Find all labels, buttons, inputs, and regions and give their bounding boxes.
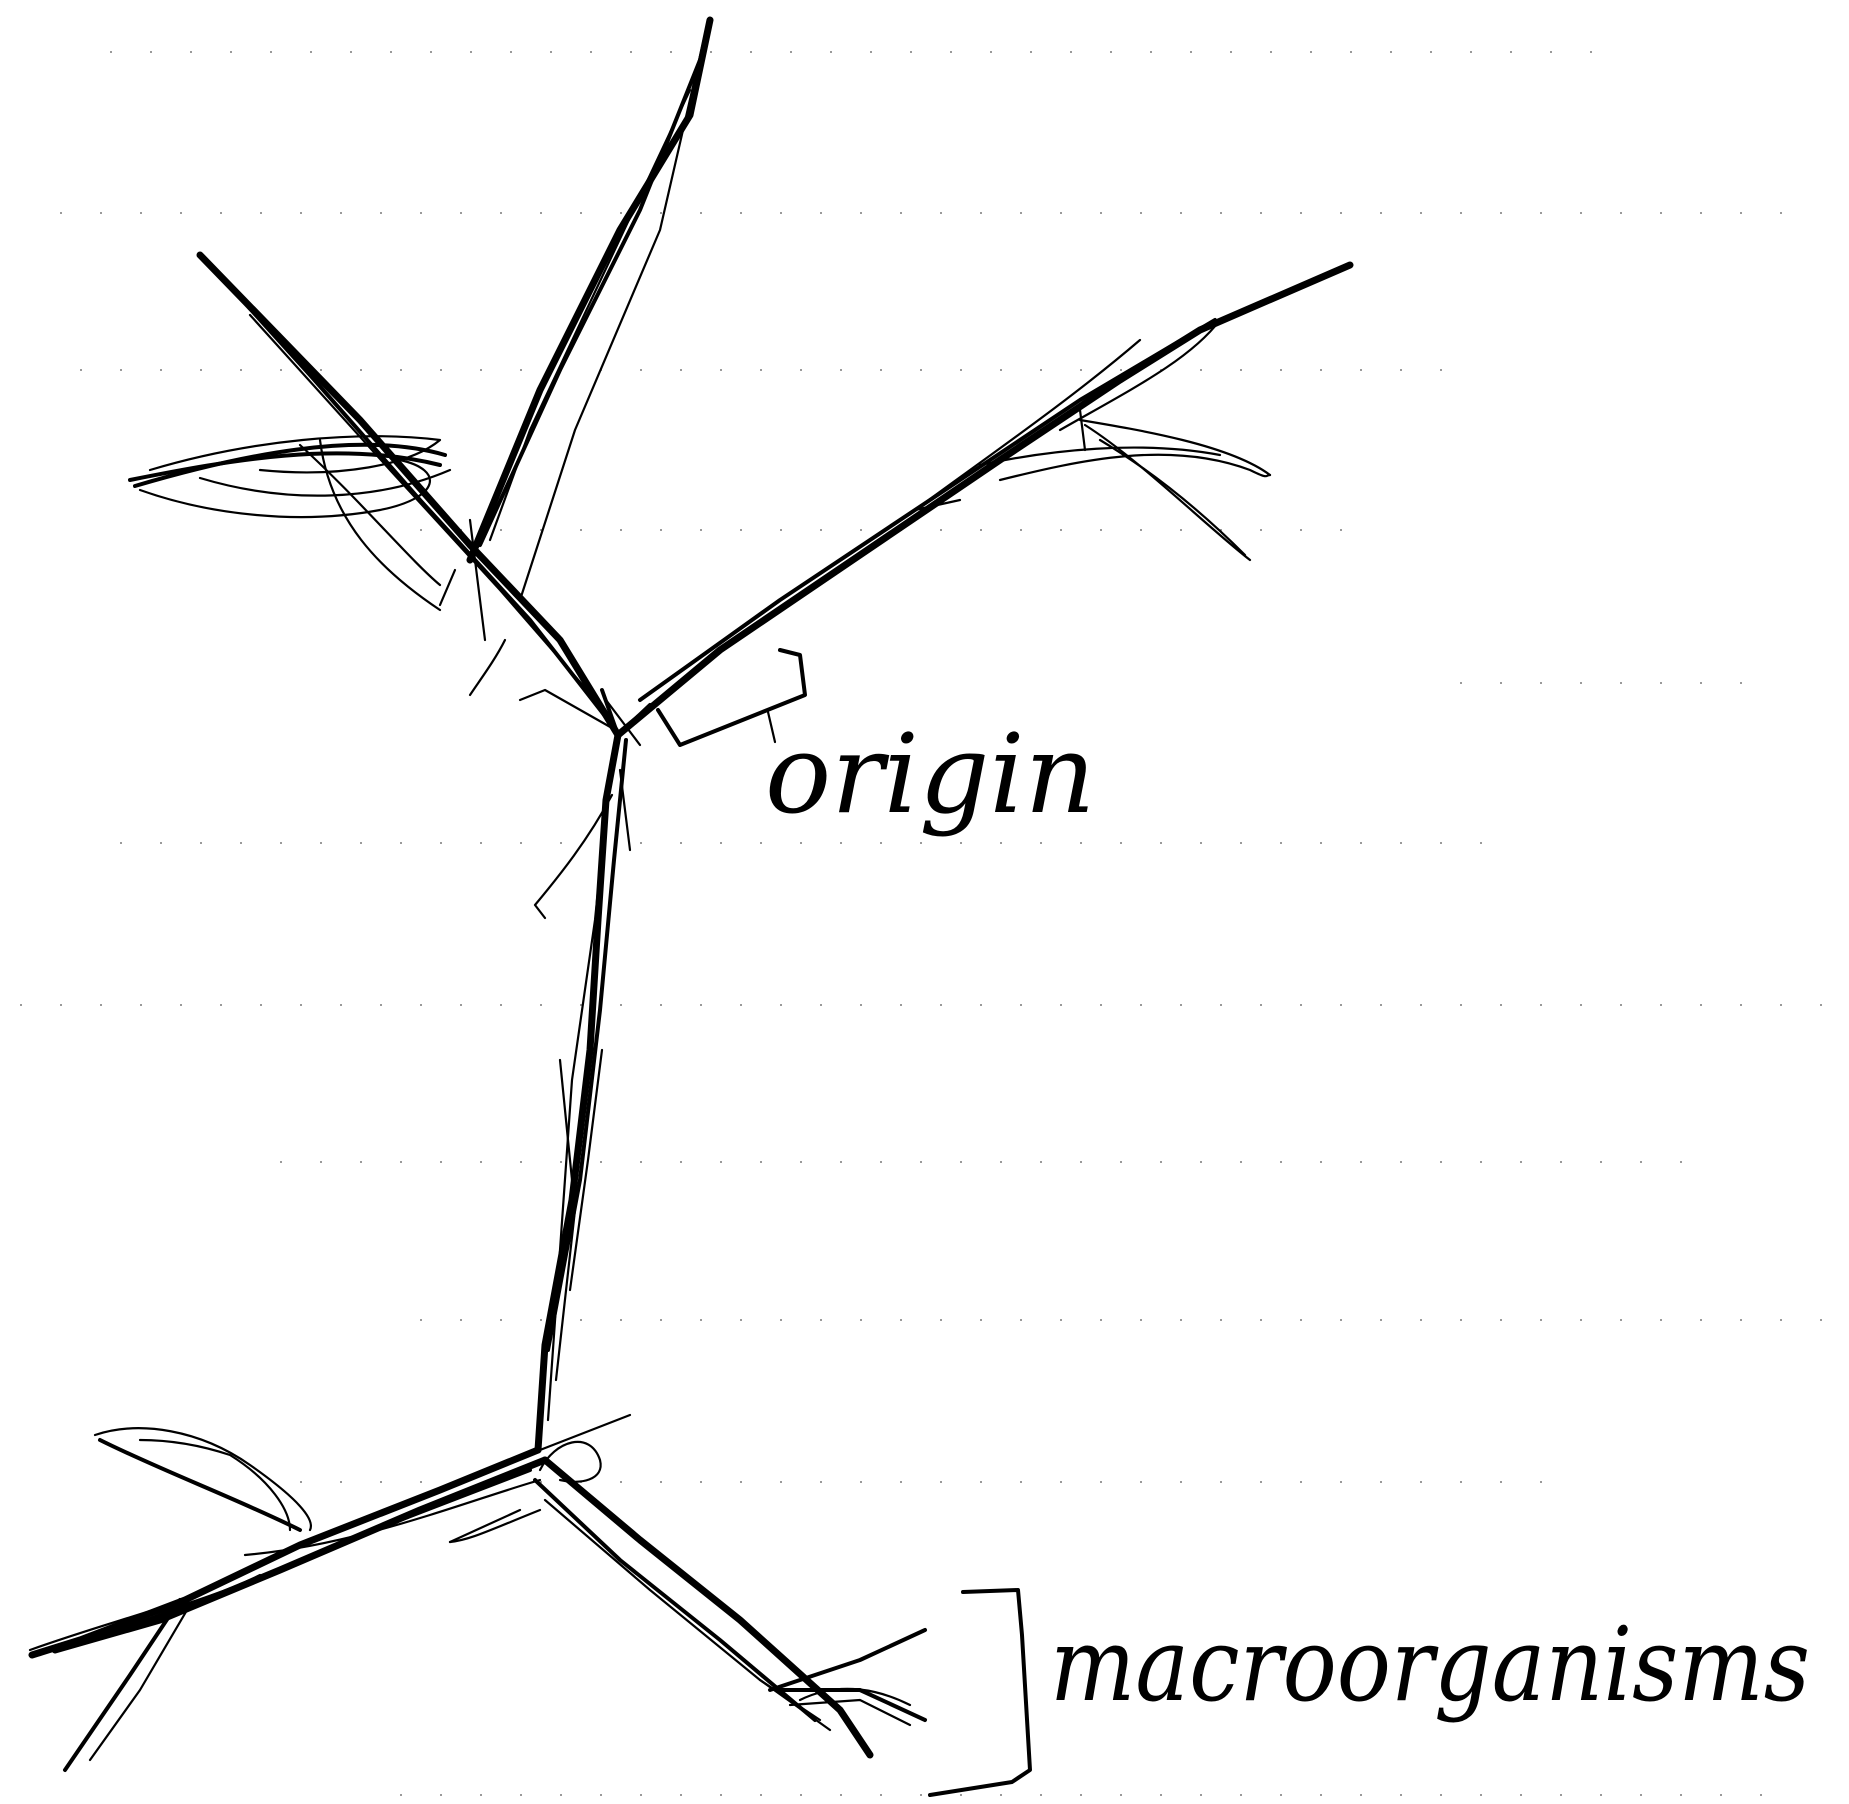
macroorganisms-label: macroorganisms [1050,1606,1810,1725]
origin-label: origin [765,710,1095,838]
macroorganisms-bracket [930,1590,1030,1795]
lower-clade [30,1415,925,1770]
trunk [535,735,630,1450]
upper-left-clade [130,20,710,735]
upper-right-clade [618,265,1350,735]
origin-node [520,690,650,745]
notebook-ruling [20,52,1840,1795]
